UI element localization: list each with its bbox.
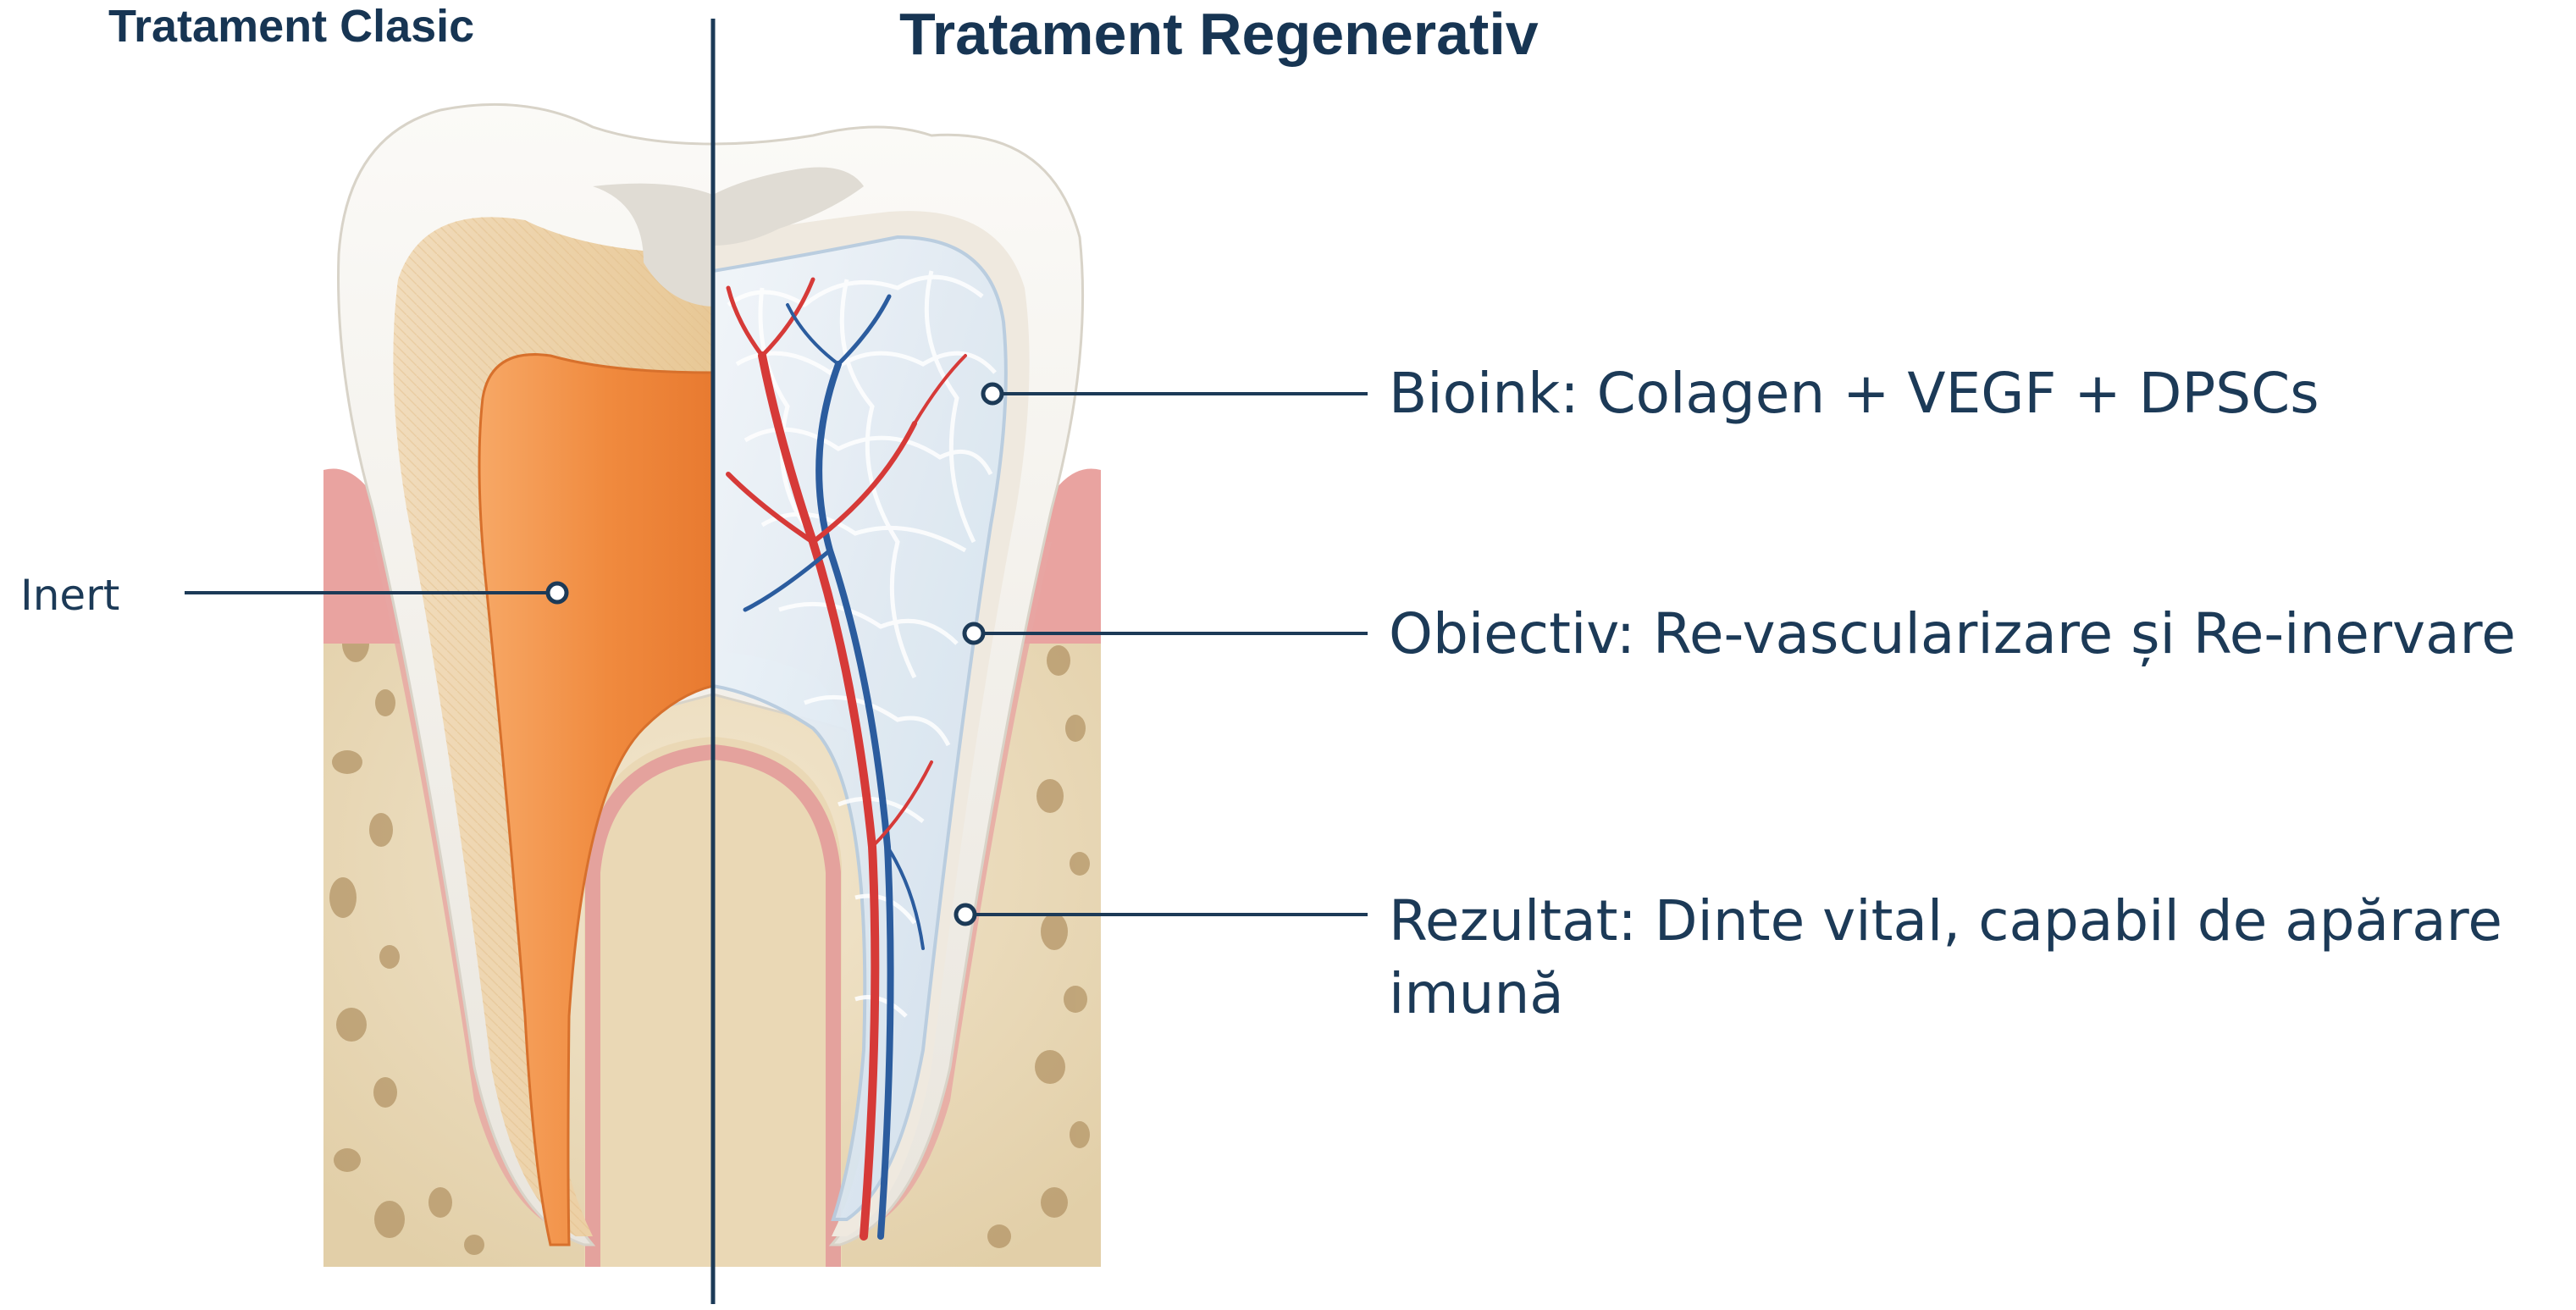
title-classic-treatment: Tratament Clasic	[108, 0, 474, 53]
label-result: Rezultat: Dinte vital, capabil de apărar…	[1389, 885, 2570, 1031]
title-regenerative-treatment: Tratament Regenerativ	[899, 0, 1539, 68]
callout-dot-obiectiv	[965, 624, 983, 643]
callout-dot-bioink	[983, 384, 1002, 403]
callout-dot-rezultat	[956, 905, 975, 924]
callout-dot-inert	[548, 583, 567, 602]
label-bioink: Bioink: Colagen + VEGF + DPSCs	[1389, 357, 2319, 430]
label-objective: Obiectiv: Re-vascularizare și Re-inervar…	[1389, 598, 2516, 671]
label-inert: Inert	[20, 571, 119, 620]
